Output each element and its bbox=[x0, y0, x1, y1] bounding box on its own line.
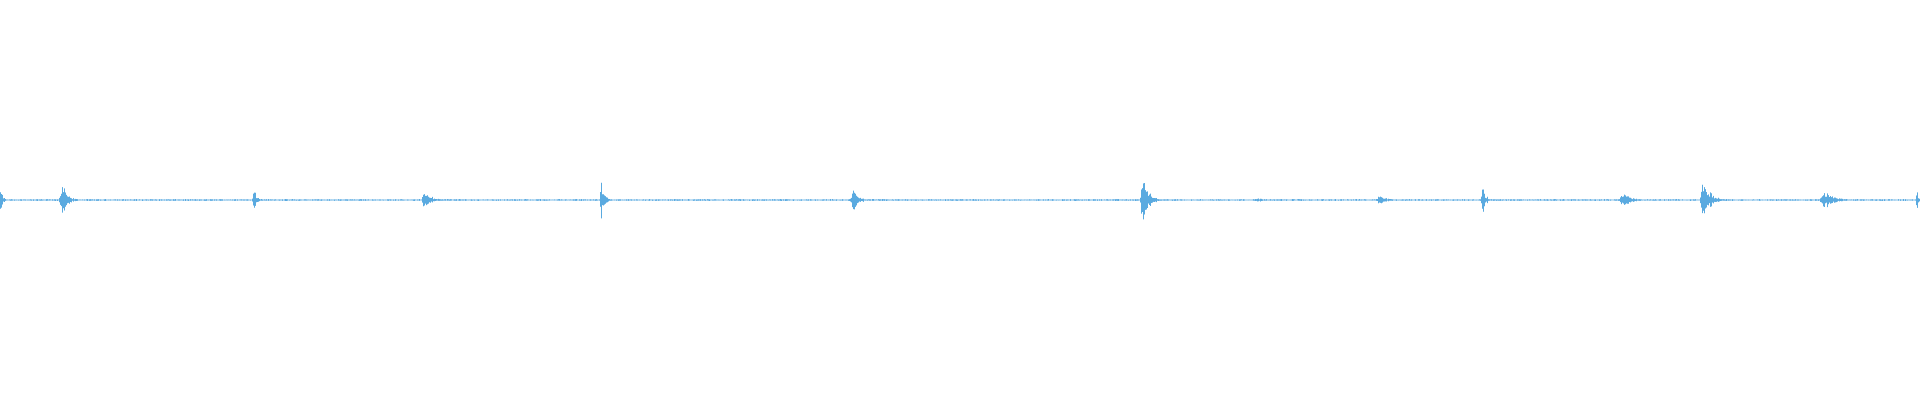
waveform-bars bbox=[0, 182, 1920, 220]
waveform-signal bbox=[0, 182, 1920, 220]
